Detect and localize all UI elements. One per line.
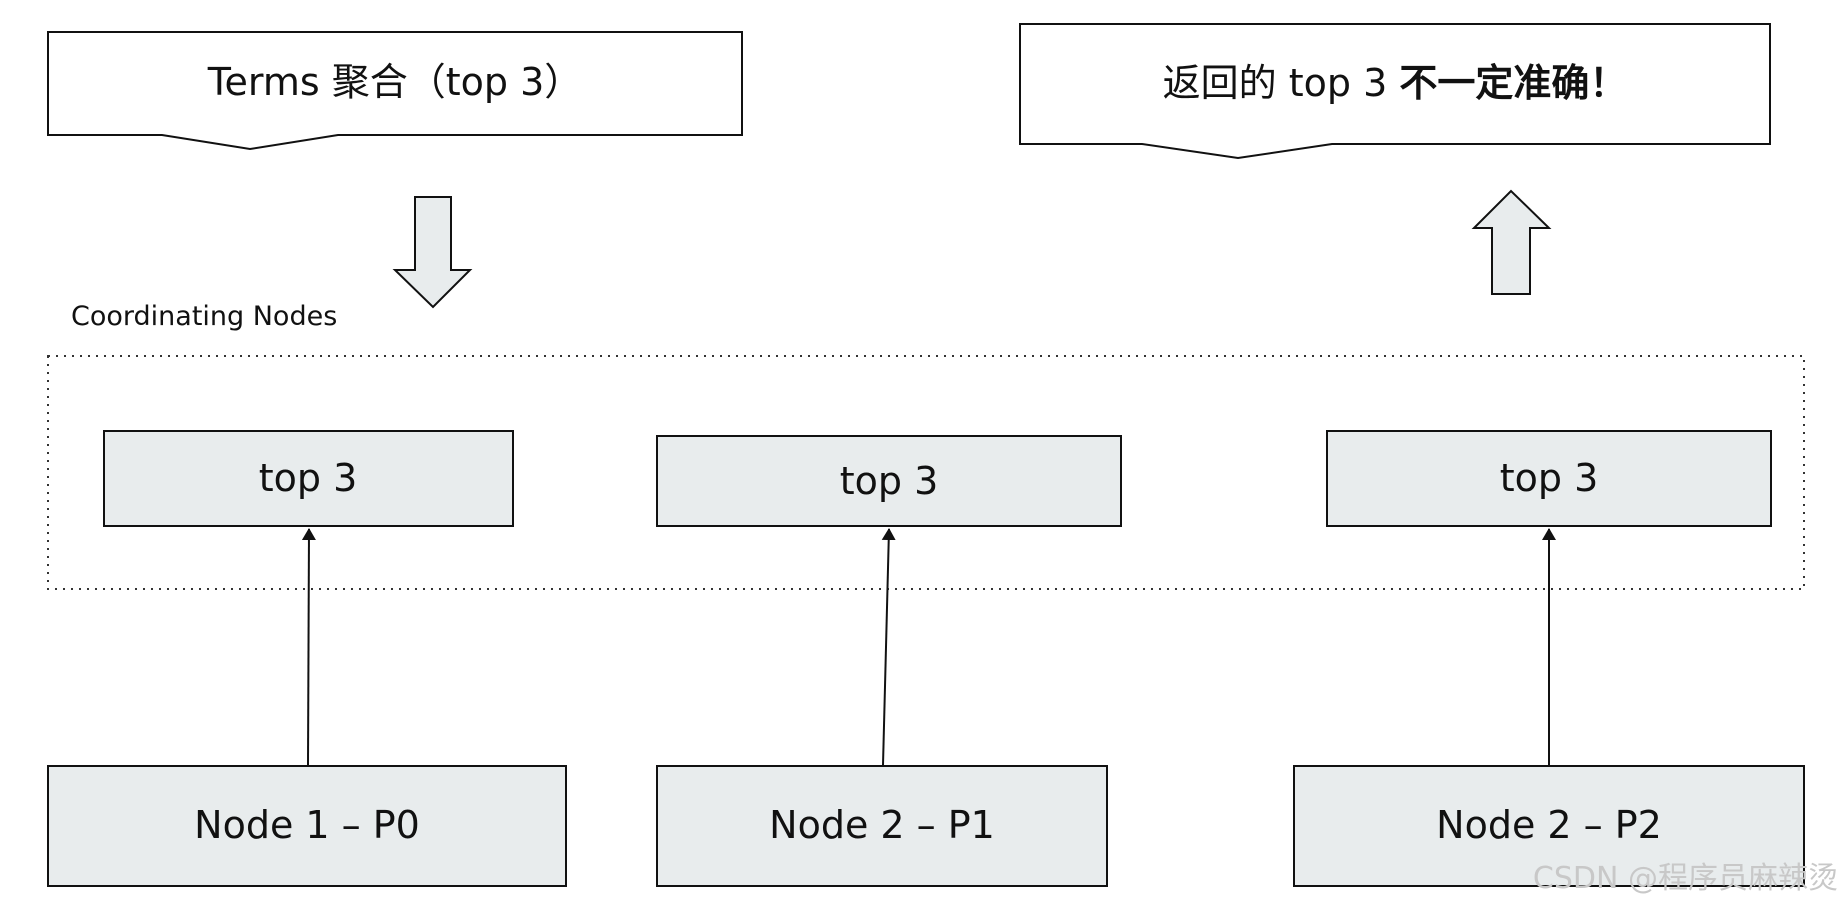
result-warning-label-normal: 返回的 top 3 [1163, 61, 1400, 105]
data-node-1: Node 2 – P1 [656, 765, 1108, 887]
coordinating-result-label: top 3 [1500, 456, 1599, 500]
request-down-arrow [392, 196, 473, 309]
result-warning-callout: 返回的 top 3 不一定准确！ [1019, 23, 1771, 160]
data-node-2: Node 2 – P2 [1293, 765, 1805, 887]
response-up-arrow [1471, 189, 1552, 295]
coordinating-result-1: top 3 [656, 435, 1122, 527]
watermark: CSDN @程序员麻辣烫 [1533, 861, 1838, 896]
terms-aggregation-label: Terms 聚合（top 3） [207, 60, 583, 104]
coordinating-nodes-label: Coordinating Nodes [71, 301, 337, 332]
shard-result-arrow-0 [301, 528, 316, 766]
data-node-0: Node 1 – P0 [47, 765, 567, 887]
coordinating-nodes-group [47, 355, 1805, 590]
data-node-label: Node 2 – P1 [769, 803, 995, 847]
result-warning-label-bold: 不一定准确！ [1399, 61, 1627, 105]
result-warning-text: 返回的 top 3 不一定准确！ [1163, 61, 1628, 105]
terms-aggregation-callout: Terms 聚合（top 3） [47, 31, 743, 151]
coordinating-result-2: top 3 [1326, 430, 1772, 527]
shard-result-arrow-1 [881, 528, 896, 766]
data-node-label: Node 2 – P2 [1436, 803, 1662, 847]
coordinating-result-label: top 3 [840, 459, 939, 503]
data-node-label: Node 1 – P0 [194, 803, 420, 847]
coordinating-result-0: top 3 [103, 430, 514, 527]
coordinating-result-label: top 3 [259, 456, 358, 500]
